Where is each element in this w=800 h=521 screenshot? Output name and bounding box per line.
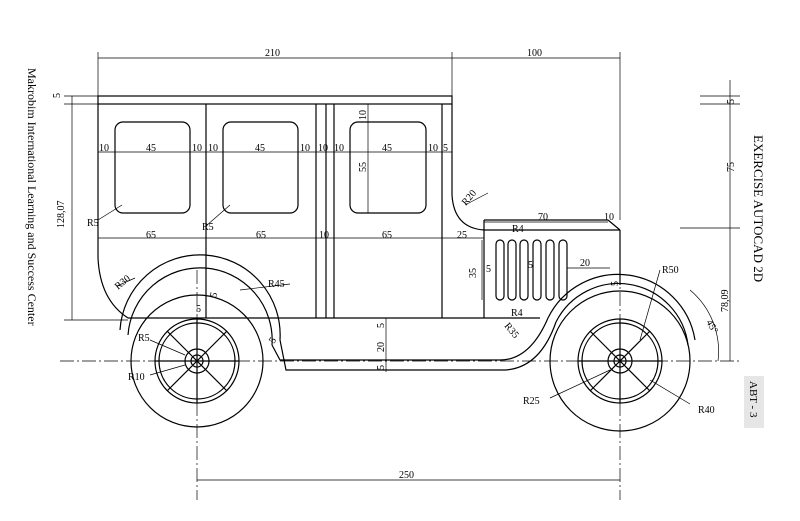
dim-win-10f: 10	[334, 143, 344, 154]
dim-win-10a: 10	[99, 143, 109, 154]
dim-r4b: R4	[511, 308, 523, 319]
dim-r25: R25	[523, 396, 540, 407]
dim-20b: 20	[580, 258, 590, 269]
dim-right-75: 75	[726, 162, 737, 172]
dim-right-5: 5	[726, 99, 737, 104]
center-lines	[60, 270, 740, 500]
dim-win-5: 5	[443, 143, 448, 154]
fenders	[119, 254, 696, 371]
dim-r5a: R5	[87, 218, 99, 229]
dim-win-10b: 10	[192, 143, 202, 154]
dim-35: 35	[468, 268, 479, 278]
dim-r5c: R5	[138, 333, 150, 344]
dimension-lines	[64, 52, 740, 481]
dim-angle: 45°	[703, 318, 720, 336]
exercise-code: ABT - 3	[747, 381, 759, 418]
dim-r45: R45	[268, 279, 285, 290]
dim-r5b: R5	[202, 222, 214, 233]
dim-5v2: 5	[376, 365, 387, 370]
dim-left-128: 128,07	[56, 201, 67, 229]
dim-left-5: 5	[52, 93, 63, 98]
dim-70: 70	[538, 212, 548, 223]
dim-r40: R40	[698, 405, 715, 416]
dim-65c: 65	[382, 230, 392, 241]
dim-s5c: 5	[267, 336, 279, 346]
dim-win-45b: 45	[255, 143, 265, 154]
dim-win-10h: 10	[428, 143, 438, 154]
dim-5b: 5	[528, 260, 533, 271]
dim-65a: 65	[146, 230, 156, 241]
dim-r10: R10	[128, 372, 145, 383]
dimension-labels: 210 100 5 128,07 10 45 10 10 45 10 10 10…	[52, 48, 737, 481]
dim-65b: 65	[256, 230, 266, 241]
exercise-title: EXERCISE AUTOCAD 2D	[751, 135, 766, 282]
car-body	[97, 95, 621, 319]
dim-10m: 10	[319, 230, 329, 241]
dim-win-55: 55	[358, 162, 369, 172]
dim-win-45c: 45	[382, 143, 392, 154]
dim-210: 210	[265, 48, 280, 59]
dim-s5a: 5	[208, 291, 220, 299]
dim-5v1: 5	[376, 323, 387, 328]
dim-win-45a: 45	[146, 143, 156, 154]
exercise-code-badge: ABT - 3	[744, 376, 764, 428]
dim-win-10e: 10	[318, 143, 328, 154]
dim-r20: R20	[460, 188, 479, 208]
dim-win-10d: 10	[300, 143, 310, 154]
dim-5a: 5	[486, 264, 491, 275]
dim-r4a: R4	[512, 224, 524, 235]
dim-r35: R35	[502, 321, 521, 341]
dim-100: 100	[527, 48, 542, 59]
dim-25: 25	[457, 230, 467, 241]
dim-250: 250	[399, 470, 414, 481]
dim-10r: 10	[604, 212, 614, 223]
dim-s5b: 5	[196, 304, 201, 315]
dim-5r: 5	[610, 281, 621, 286]
dim-right-78: 78,09	[720, 290, 731, 313]
dim-20v: 20	[376, 342, 387, 352]
dim-win-10g: 10	[358, 110, 369, 120]
company-name: Makrobim International Learning and Succ…	[25, 68, 39, 326]
dim-r50: R50	[662, 265, 679, 276]
dim-win-10c: 10	[208, 143, 218, 154]
dim-r30: R30	[113, 273, 133, 292]
